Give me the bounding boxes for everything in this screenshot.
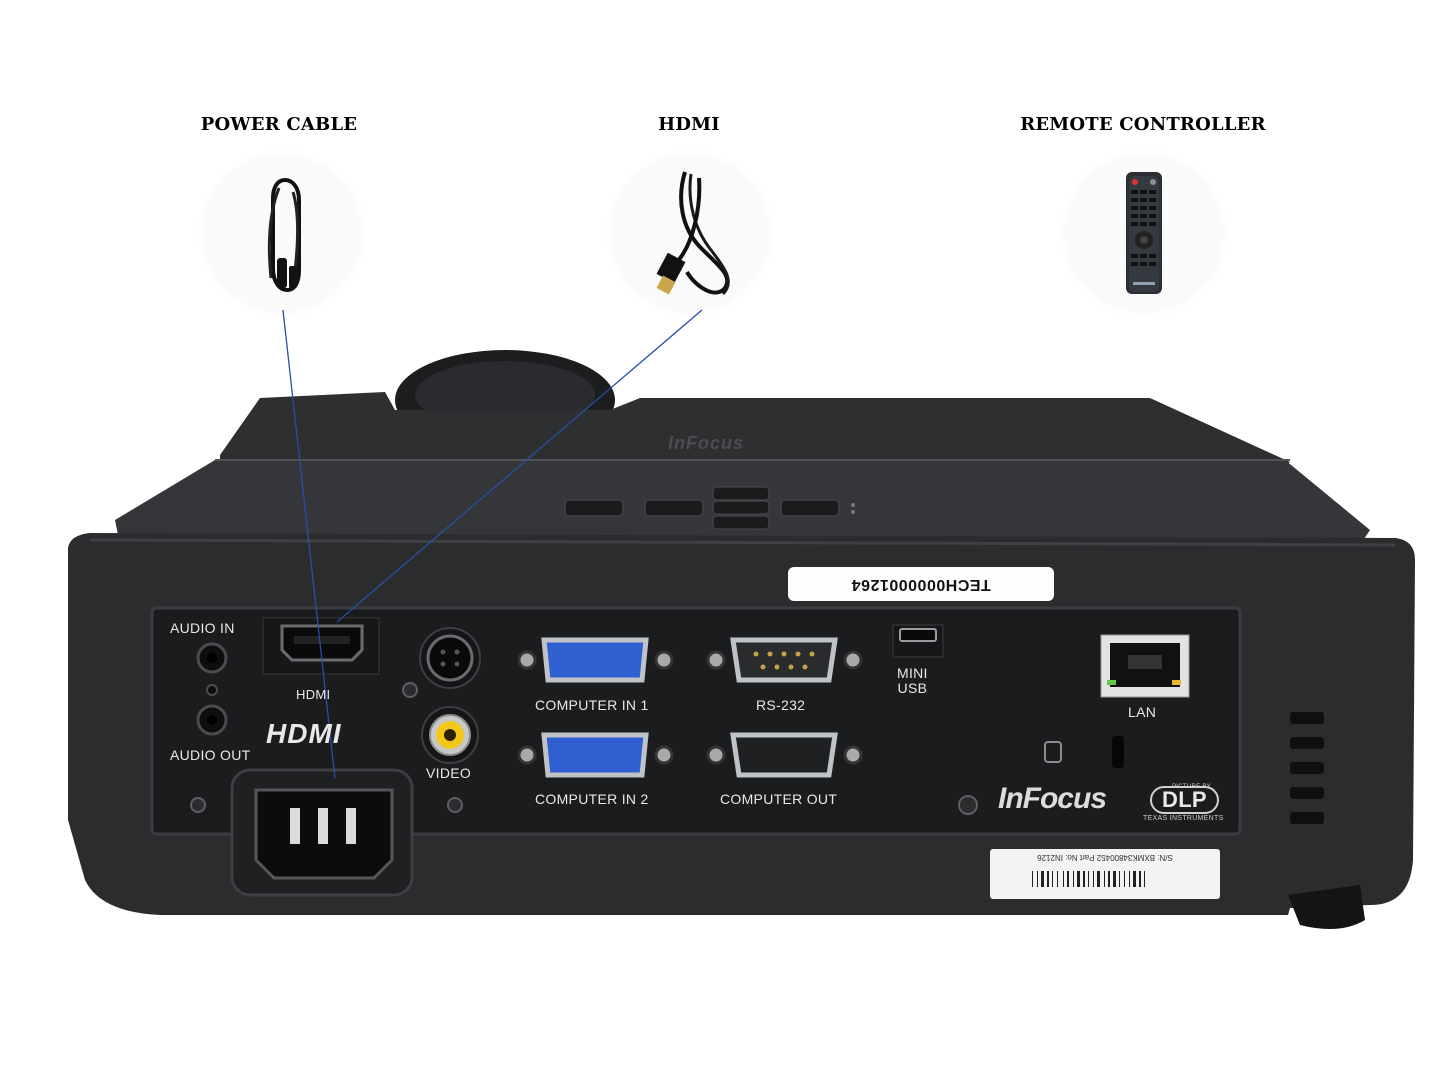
barcode bbox=[1032, 871, 1145, 887]
power-button[interactable] bbox=[564, 499, 624, 517]
serial-number-sticker: S/N: BXMK34800452 Part No: IN2126 bbox=[990, 849, 1220, 899]
computer-in-1-port[interactable] bbox=[517, 637, 674, 683]
remote-controller-image bbox=[1069, 158, 1219, 308]
rs232-port[interactable] bbox=[706, 637, 863, 683]
down-button[interactable] bbox=[712, 515, 770, 530]
menu-button[interactable] bbox=[712, 500, 770, 515]
power-cable-icon bbox=[267, 177, 301, 293]
source-button[interactable] bbox=[644, 499, 704, 517]
control-buttons bbox=[564, 486, 840, 530]
hdmi-leader-line bbox=[336, 309, 703, 623]
mini-usb-label: MINI USB bbox=[897, 665, 928, 696]
top-brand-logo: InFocus bbox=[668, 433, 745, 453]
power-cable-title: POWER CABLE bbox=[200, 114, 358, 135]
audio-out-label: AUDIO OUT bbox=[170, 747, 251, 763]
mini-usb-port[interactable] bbox=[899, 628, 937, 642]
presets-button[interactable] bbox=[780, 499, 840, 517]
computer-in-1-label: COMPUTER IN 1 bbox=[535, 697, 649, 713]
lan-label: LAN bbox=[1128, 704, 1157, 720]
infocus-logo: InFocus bbox=[998, 782, 1107, 815]
remote-control-icon bbox=[1126, 172, 1162, 294]
remote-controller-title: REMOTE CONTROLLER bbox=[1020, 114, 1266, 135]
computer-in-2-port[interactable] bbox=[517, 732, 674, 778]
power-cable-leader-line bbox=[282, 309, 336, 779]
adjustable-foot bbox=[1288, 885, 1365, 929]
svideo-port[interactable] bbox=[426, 634, 474, 682]
power-cable-image bbox=[207, 158, 357, 308]
hdmi-cable-icon bbox=[656, 171, 730, 296]
rs232-label: RS-232 bbox=[756, 697, 806, 713]
computer-out-label: COMPUTER OUT bbox=[720, 791, 838, 807]
hdmi-cable-image bbox=[615, 158, 765, 308]
up-button[interactable] bbox=[712, 486, 770, 501]
audio-in-label: AUDIO IN bbox=[170, 620, 235, 636]
security-slot bbox=[1112, 736, 1124, 768]
video-label: VIDEO bbox=[426, 765, 472, 781]
computer-out-port[interactable] bbox=[706, 732, 863, 778]
dlp-logo: DLP bbox=[1150, 786, 1219, 814]
hdmi-port-label: HDMI bbox=[296, 687, 331, 702]
top-shell bbox=[220, 392, 1290, 470]
hdmi-logo: HDMI bbox=[266, 718, 342, 749]
texas-instruments-text: TEXAS INSTRUMENTS bbox=[1143, 815, 1224, 822]
computer-in-2-label: COMPUTER IN 2 bbox=[535, 791, 649, 807]
kensington-icon bbox=[1044, 741, 1062, 763]
hdmi-cable-title: HDMI bbox=[658, 114, 720, 135]
asset-tag-label: TECH0000001264 bbox=[788, 567, 1054, 601]
